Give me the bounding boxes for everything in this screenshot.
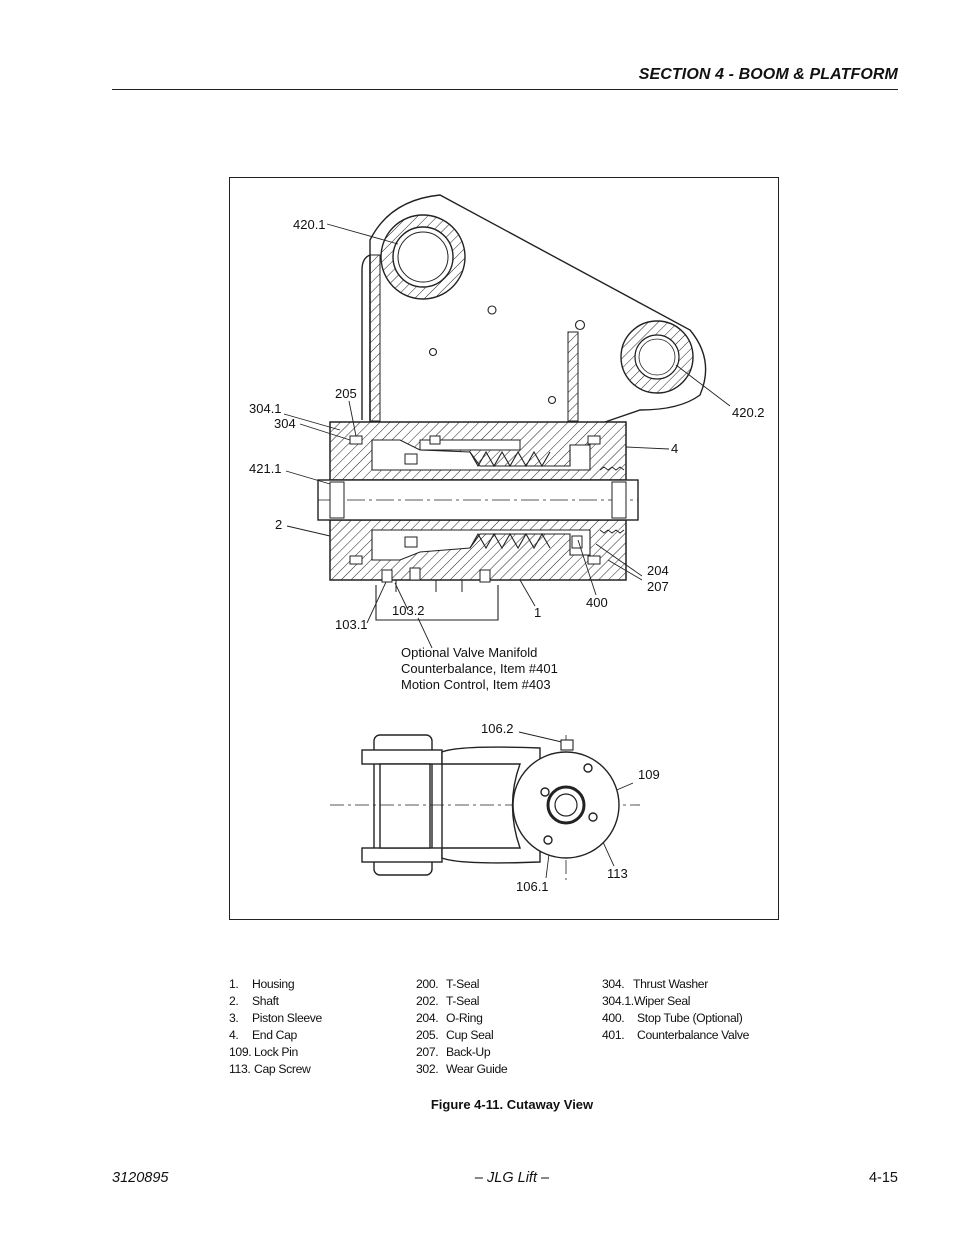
- callout-4: 4: [671, 441, 678, 456]
- legend-num: 302.: [416, 1062, 439, 1076]
- manifold-note-line-2: Counterbalance, Item #401: [401, 661, 558, 676]
- bracket-wall-left: [369, 254, 381, 422]
- manifold-note: Optional Valve Manifold Counterbalance, …: [401, 645, 558, 692]
- legend-label: Back-Up: [446, 1045, 491, 1059]
- publisher-name: – JLG Lift –: [474, 1170, 550, 1186]
- legend-label: End Cap: [252, 1028, 297, 1042]
- callout-304-1: 304.1: [249, 401, 282, 416]
- page-number: 4-15: [868, 1170, 898, 1186]
- legend-num: 304.1.: [602, 994, 634, 1008]
- legend-item: 3. Piston Sleeve: [229, 1010, 322, 1027]
- callout-113: 113: [607, 866, 628, 881]
- legend-num: 3.: [229, 1011, 239, 1025]
- legend-label: Thrust Washer: [633, 977, 708, 991]
- bracket-wall-right: [567, 331, 579, 422]
- legend-column-3: 304. Thrust Washer 304.1.Wiper Seal 400. S…: [602, 976, 749, 1044]
- callout-103-2: 103.2: [392, 603, 425, 618]
- legend-label: Wiper Seal: [634, 994, 691, 1008]
- legend-num: 304.: [602, 977, 625, 991]
- legend-label: Stop Tube (Optional): [637, 1011, 743, 1025]
- end-view: [330, 734, 640, 880]
- legend-label: Wear Guide: [446, 1062, 508, 1076]
- section-title: SECTION 4 - BOOM & PLATFORM: [638, 66, 898, 83]
- legend-item: 207. Back-Up: [416, 1044, 507, 1061]
- legend-item: 204. O-Ring: [416, 1010, 507, 1027]
- legend-item: 202. T-Seal: [416, 993, 507, 1010]
- legend-label: Housing: [252, 977, 295, 991]
- legend-label: Cup Seal: [446, 1028, 494, 1042]
- legend-label: Lock Pin: [254, 1045, 298, 1059]
- callout-304: 304: [274, 416, 296, 431]
- callout-420-1: 420.1: [293, 217, 326, 232]
- figure-caption: Figure 4-11. Cutaway View: [430, 1097, 594, 1112]
- callout-204: 204: [647, 563, 669, 578]
- legend-item: 109.Lock Pin: [229, 1044, 322, 1061]
- callout-420-2: 420.2: [732, 405, 765, 420]
- legend-item: 304.1.Wiper Seal: [602, 993, 749, 1010]
- callout-106-2: 106.2: [481, 721, 514, 736]
- callout-103-1: 103.1: [335, 617, 368, 632]
- callout-labels: 420.1 420.2 205 304.1 304 4 421.1 2 204 …: [249, 217, 765, 894]
- legend-num: 113.: [229, 1062, 251, 1076]
- cutaway-diagram: 420.1 420.2 205 304.1 304 4 421.1 2 204 …: [249, 194, 765, 894]
- legend-num: 400.: [602, 1011, 625, 1025]
- document-number: 3120895: [112, 1170, 169, 1186]
- pin-boss-420-2: [620, 320, 694, 394]
- callout-109: 109: [638, 767, 660, 782]
- legend-num: 202.: [416, 994, 439, 1008]
- legend-label: Cap Screw: [254, 1062, 311, 1076]
- legend-item: 400. Stop Tube (Optional): [602, 1010, 749, 1027]
- legend-num: 200.: [416, 977, 439, 991]
- legend-num: 4.: [229, 1028, 239, 1042]
- header-rule: [112, 89, 898, 90]
- legend-item: 1. Housing: [229, 976, 322, 993]
- legend-num: 2.: [229, 994, 239, 1008]
- callout-205: 205: [335, 386, 357, 401]
- legend-column-1: 1. Housing 2. Shaft 3. Piston Sleeve 4. End …: [229, 976, 322, 1078]
- legend-item: 4. End Cap: [229, 1027, 322, 1044]
- legend-item: 200. T-Seal: [416, 976, 507, 993]
- legend-item: 205. Cup Seal: [416, 1027, 507, 1044]
- legend-label: T-Seal: [446, 994, 480, 1008]
- legend-num: 207.: [416, 1045, 439, 1059]
- manifold-note-line-1: Optional Valve Manifold: [401, 645, 537, 660]
- actuator-housing: [317, 421, 639, 621]
- legend-label: Shaft: [252, 994, 279, 1008]
- legend-label: Piston Sleeve: [252, 1011, 322, 1025]
- callout-2: 2: [275, 517, 282, 532]
- legend-label: Counterbalance Valve: [637, 1028, 750, 1042]
- legend-item: 401. Counterbalance Valve: [602, 1027, 749, 1044]
- pin-boss-420-1: [380, 214, 466, 300]
- callout-106-1: 106.1: [516, 879, 549, 894]
- callout-207: 207: [647, 579, 669, 594]
- legend-item: 2. Shaft: [229, 993, 322, 1010]
- callout-1: 1: [534, 605, 541, 620]
- bracket-holes: [428, 305, 586, 405]
- legend-num: 205.: [416, 1028, 439, 1042]
- callout-421-1: 421.1: [249, 461, 282, 476]
- legend-num: 1.: [229, 977, 239, 991]
- manifold-note-line-3: Motion Control, Item #403: [401, 677, 551, 692]
- callout-400: 400: [586, 595, 608, 610]
- legend-item: 113.Cap Screw: [229, 1061, 322, 1078]
- legend-item: 304. Thrust Washer: [602, 976, 749, 993]
- legend-num: 204.: [416, 1011, 439, 1025]
- figure-frame: [229, 177, 779, 920]
- legend-column-2: 200. T-Seal 202. T-Seal 204. O-Ring 205. Cup…: [416, 976, 508, 1078]
- legend-num: 401.: [602, 1028, 625, 1042]
- legend-label: O-Ring: [446, 1011, 483, 1025]
- legend-num: 109.: [229, 1045, 252, 1059]
- legend-item: 302. Wear Guide: [416, 1061, 508, 1078]
- legend-label: T-Seal: [446, 977, 480, 991]
